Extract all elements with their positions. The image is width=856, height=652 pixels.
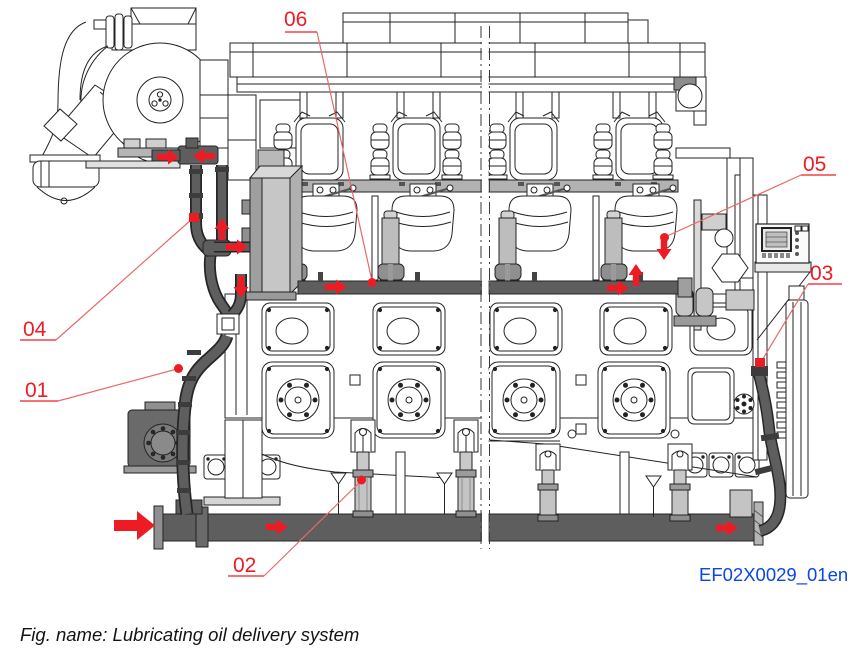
callout-dot-icon bbox=[174, 364, 183, 373]
flow-arrows bbox=[114, 148, 738, 540]
leader-02 bbox=[263, 480, 362, 577]
oil-pump bbox=[123, 401, 197, 474]
flywheel-end bbox=[673, 157, 812, 499]
engine-supports bbox=[330, 419, 753, 522]
callout-dot-icon bbox=[189, 213, 199, 222]
leader-03 bbox=[760, 283, 809, 363]
callout-dot-icon bbox=[755, 358, 765, 367]
callout-03: 03 bbox=[810, 262, 833, 285]
turbocharger bbox=[29, 7, 229, 205]
inlet-arrow-icon bbox=[114, 511, 155, 540]
callout-labels: 06 05 03 04 01 02 bbox=[20, 8, 842, 577]
flywheel-end-riser-pipe bbox=[751, 366, 787, 537]
leader-lines bbox=[55, 31, 809, 577]
drawing-break bbox=[480, 26, 490, 549]
engine-line-art bbox=[29, 7, 812, 515]
leader-04 bbox=[55, 218, 193, 341]
oil-filter-module bbox=[241, 149, 304, 301]
callout-04: 04 bbox=[23, 318, 47, 341]
callout-dot-icon bbox=[357, 475, 366, 485]
main-oil-pipe bbox=[153, 499, 764, 550]
flywheel bbox=[776, 285, 809, 499]
exhaust-and-charge-air-manifold bbox=[227, 12, 707, 181]
callout-02: 02 bbox=[233, 554, 256, 577]
oil-riser-pipes bbox=[151, 137, 250, 515]
callout-05: 05 bbox=[803, 153, 826, 176]
leader-dots bbox=[174, 213, 765, 485]
callout-dot-icon bbox=[367, 278, 377, 287]
control-console bbox=[754, 223, 812, 341]
cylinder-heads bbox=[273, 112, 674, 180]
leader-06 bbox=[316, 31, 373, 282]
leader-01 bbox=[57, 368, 178, 402]
annotations: 06 05 03 04 01 02 bbox=[20, 8, 842, 577]
figure-caption: Fig. name: Lubricating oil delivery syst… bbox=[20, 624, 359, 645]
callout-06: 06 bbox=[284, 8, 307, 31]
cylinder-jackets bbox=[279, 182, 679, 287]
leader-05 bbox=[664, 174, 802, 238]
callout-01: 01 bbox=[25, 379, 48, 402]
figure-code: EF02X0029_01en bbox=[699, 564, 848, 586]
